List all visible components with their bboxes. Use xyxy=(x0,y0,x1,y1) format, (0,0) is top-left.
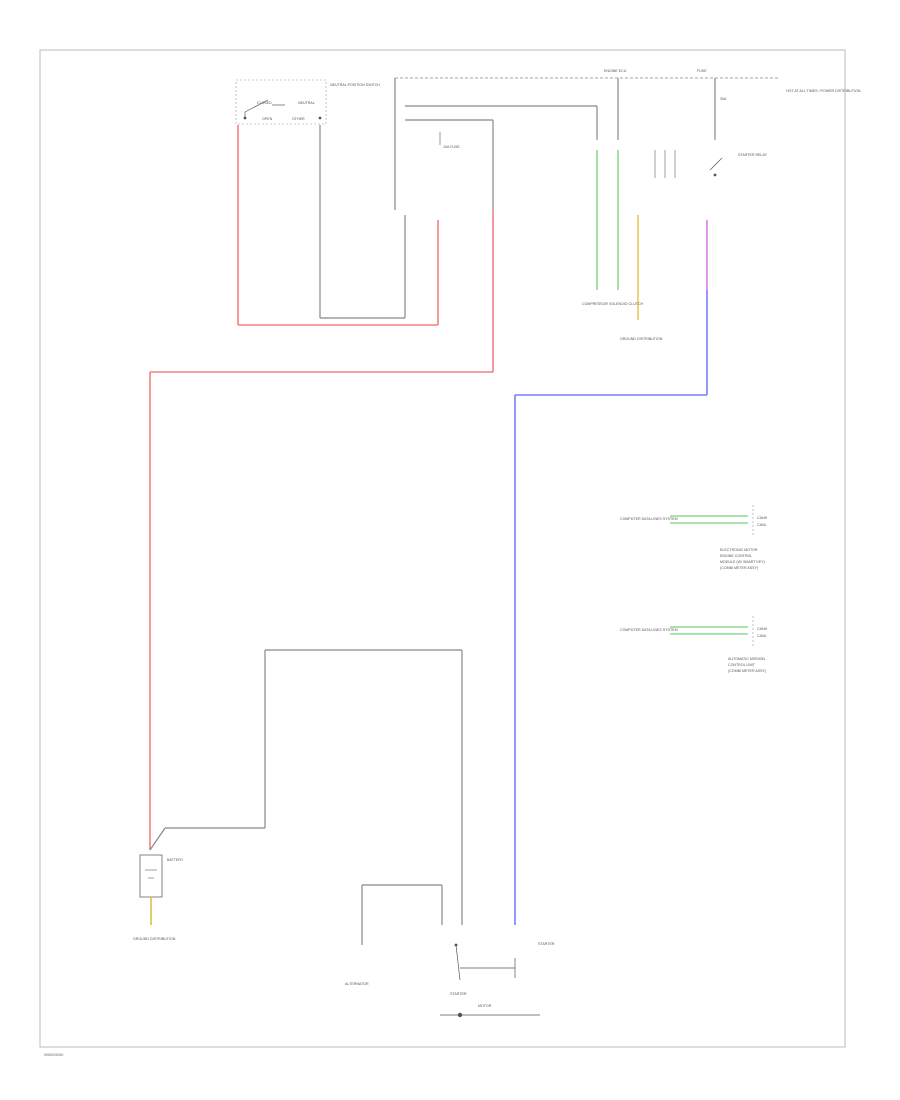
relay-fuse-rating: 30A xyxy=(720,97,727,101)
battery: BATTERY GROUND DISTRIBUTION xyxy=(133,854,184,941)
fuse-10a: 10A FUSE xyxy=(405,119,494,210)
neutral-switch-contact-4: OTHER xyxy=(292,117,305,121)
compressor-wires: COMPRESSOR SOLENOID CLUTCH GROUND DISTRI… xyxy=(582,150,663,341)
ecm2-pin-2: CANL xyxy=(757,634,767,638)
starter-relay-label: STARTER RELAY xyxy=(738,153,768,157)
starter-contact-1: STARTER xyxy=(450,992,467,996)
battery-ground-label: GROUND DISTRIBUTION xyxy=(133,937,176,941)
battery-cable xyxy=(149,649,463,925)
ecu-box-label: ENGINE ECU xyxy=(604,69,627,73)
ecm-block-2: COMPUTER DATA LINES SYSTEM CANH CANL AUT… xyxy=(620,616,768,673)
relay-fuse-label: FUSE xyxy=(697,69,707,73)
ground-a-label: GROUND DISTRIBUTION xyxy=(620,337,663,341)
neutral-switch-label: NEUTRAL POSITION SWITCH xyxy=(330,83,380,87)
neutral-gray-wire xyxy=(319,125,406,319)
top-rails: ENGINE ECU FUSE 30A HOT AT ALL TIMES / P… xyxy=(394,69,861,210)
ecm1-caption-1: ELECTRONIC MOTOR xyxy=(720,548,758,552)
figure-ref: W0000000 xyxy=(44,1052,64,1057)
ecm1-wire-label: COMPUTER DATA LINES SYSTEM xyxy=(620,517,678,521)
ecm2-caption-2: CONTROL UNIT xyxy=(728,663,756,667)
neutral-switch-contact-1: CLOSED xyxy=(257,101,272,105)
ecm2-caption-3: (COMBI METER ASSY) xyxy=(728,669,766,673)
starter-motor: STARTER MOTOR STARTER xyxy=(440,942,555,1018)
ecm1-caption-3: MODULE (W/ SMART KEY) xyxy=(720,560,765,564)
ecm1-caption-4: (COMBI METER ASSY) xyxy=(720,566,758,570)
starter-label: STARTER xyxy=(538,942,555,946)
starter-relay: STARTER RELAY xyxy=(654,150,768,178)
starter-contact-2: MOTOR xyxy=(478,1004,492,1008)
ecm1-pin-2: CANL xyxy=(757,523,767,527)
diagram-frame xyxy=(39,49,846,1048)
neutral-switch-contact-3: OPEN xyxy=(262,117,273,121)
ecm2-wire-label: COMPUTER DATA LINES SYSTEM xyxy=(620,628,678,632)
neutral-switch-contact-2: NEUTRAL xyxy=(298,101,315,105)
hot-label: HOT AT ALL TIMES / POWER DISTRIBUTION xyxy=(786,89,861,93)
alternator-label: ALTERNATOR xyxy=(345,982,369,986)
battery-label: BATTERY xyxy=(167,858,184,862)
compressor-label: COMPRESSOR SOLENOID CLUTCH xyxy=(582,302,644,306)
alternator: ALTERNATOR xyxy=(345,884,443,986)
ecm2-pin-1: CANH xyxy=(757,627,768,631)
ecm1-pin-1: CANH xyxy=(757,516,768,520)
ecm1-caption-2: ENGINE CONTROL xyxy=(720,554,752,558)
neutral-position-switch: CLOSED NEUTRAL OPEN OTHER NEUTRAL POSITI… xyxy=(235,79,380,125)
fuse-10a-label: 10A FUSE xyxy=(443,145,460,149)
ecm-block-1: COMPUTER DATA LINES SYSTEM CANH CANL ELE… xyxy=(620,505,768,570)
battery-red-wires xyxy=(149,125,494,850)
ecm2-caption-1: AUTOMATIC MISSION xyxy=(728,657,765,661)
starter-signal-wire xyxy=(514,220,708,925)
